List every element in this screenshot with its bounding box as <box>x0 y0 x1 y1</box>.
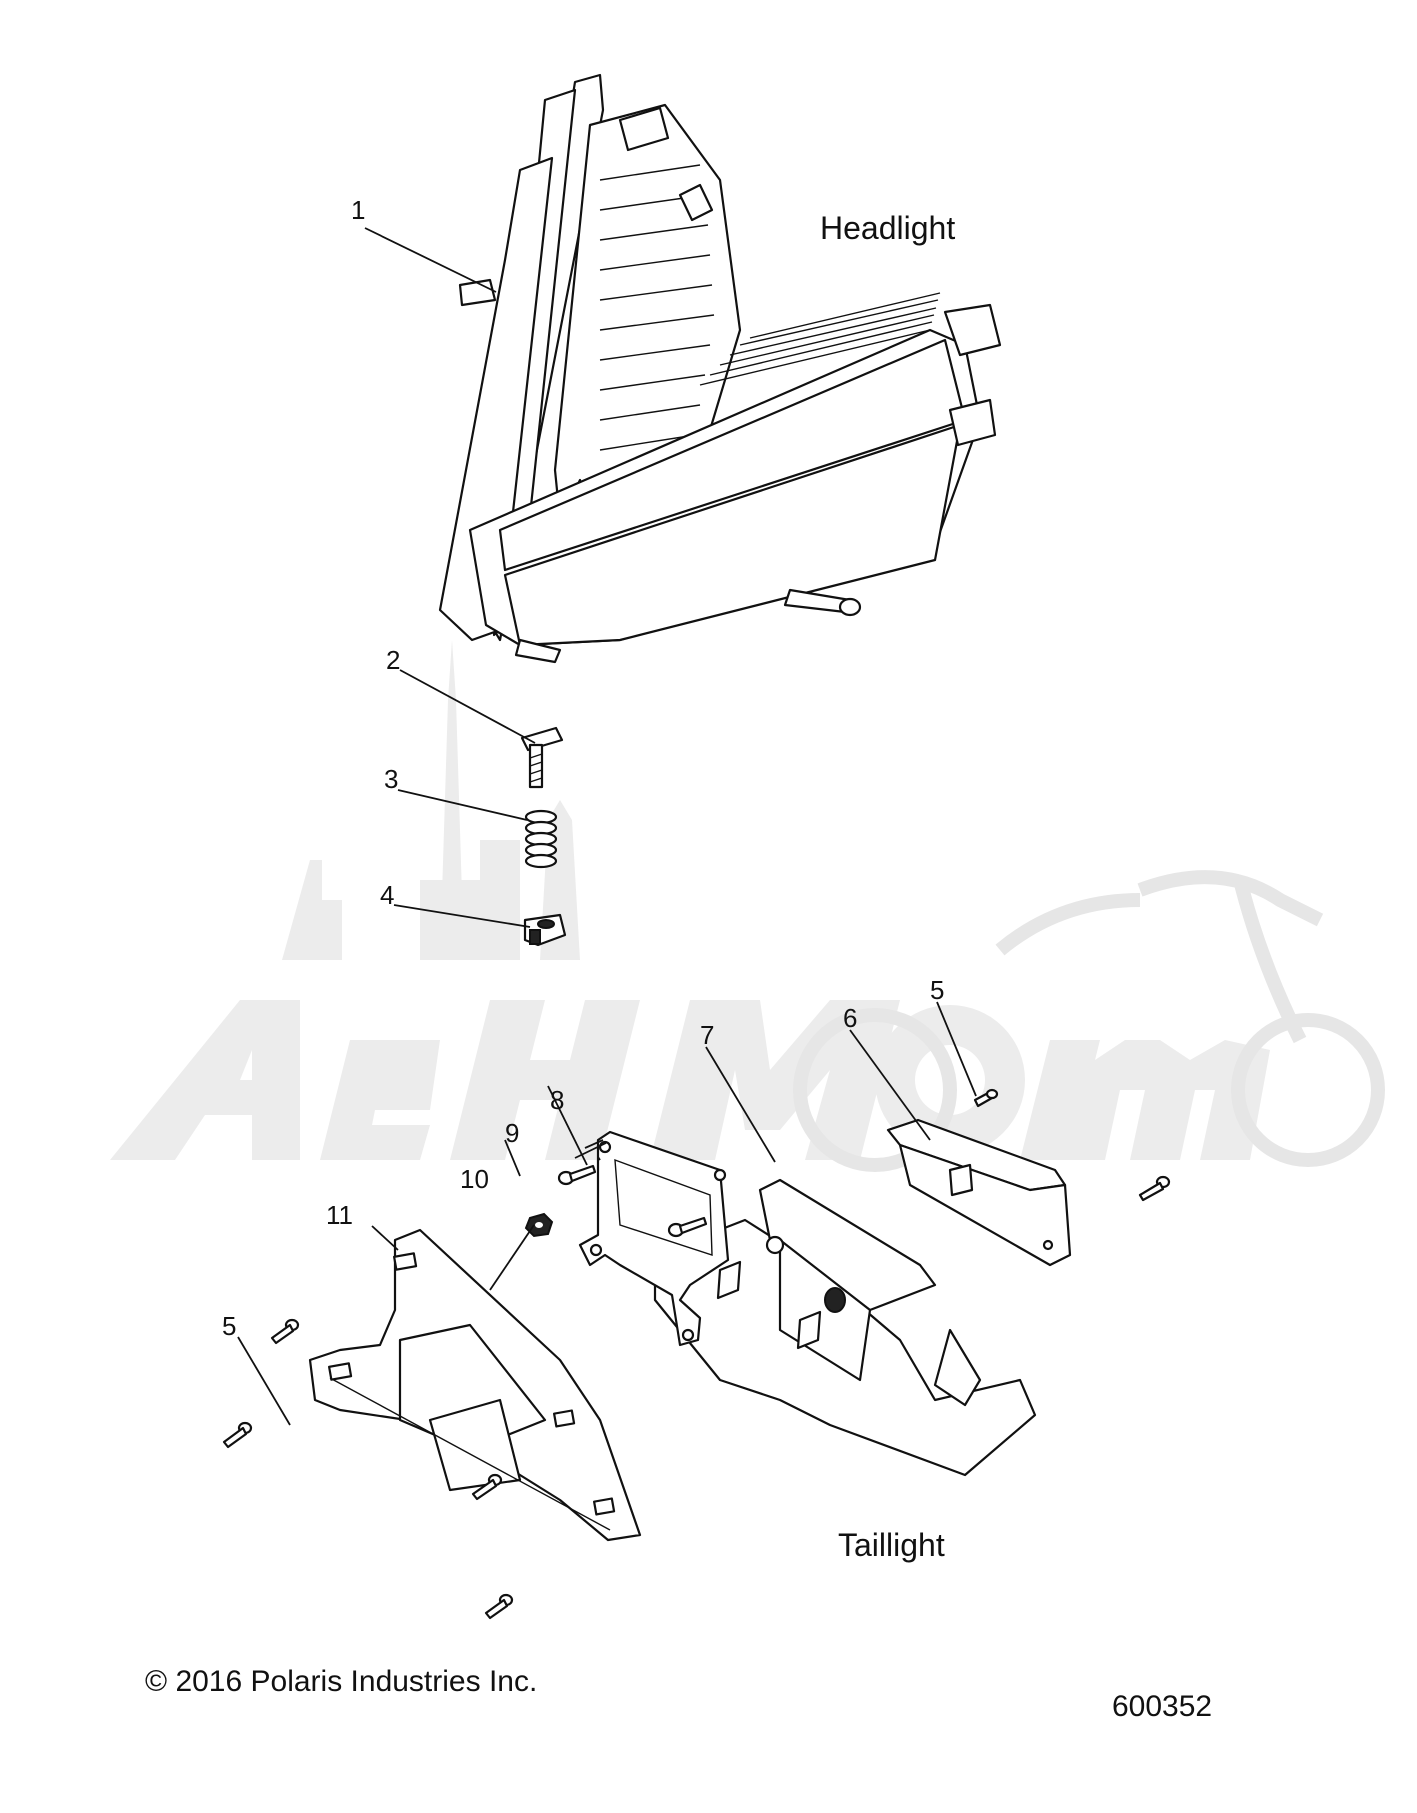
screw-center <box>667 1216 708 1238</box>
copyright-text: © 2016 Polaris Industries Inc. <box>145 1665 538 1698</box>
callout-9: 9 <box>505 1118 520 1148</box>
headlight-assembly <box>438 73 1002 664</box>
callout-8: 8 <box>550 1085 565 1115</box>
screw-right <box>1138 1175 1171 1202</box>
leader-lines <box>237 227 977 1426</box>
screw-9 <box>557 1164 597 1186</box>
callout-10: 10 <box>460 1164 489 1194</box>
callout-7: 7 <box>700 1020 715 1050</box>
adjuster-spring <box>524 809 558 869</box>
screw-bottom <box>484 1593 514 1620</box>
callout-6: 6 <box>843 1003 858 1033</box>
callout-5-left: 5 <box>222 1311 237 1341</box>
taillight-housing <box>653 1178 1037 1477</box>
watermark <box>110 640 1385 1172</box>
callout-3: 3 <box>384 764 399 794</box>
callout-4: 4 <box>380 880 395 910</box>
diagram-number: 600352 <box>1112 1690 1213 1723</box>
headlight-label: Headlight <box>820 210 956 246</box>
retainer-clip <box>523 913 567 947</box>
callout-1: 1 <box>351 195 366 225</box>
nut-10 <box>524 1212 554 1238</box>
taillight-lens <box>886 1118 1072 1267</box>
callout-11: 11 <box>326 1200 353 1230</box>
screw-cover <box>471 1473 503 1501</box>
screw-left <box>270 1318 300 1345</box>
adjuster-bolt <box>520 726 564 789</box>
screw-top-right <box>973 1088 999 1108</box>
screw-lower-left <box>222 1421 253 1449</box>
callout-2: 2 <box>386 645 401 675</box>
callout-5-right: 5 <box>930 975 945 1005</box>
rear-cover <box>308 1228 642 1542</box>
taillight-label: Taillight <box>838 1527 945 1563</box>
